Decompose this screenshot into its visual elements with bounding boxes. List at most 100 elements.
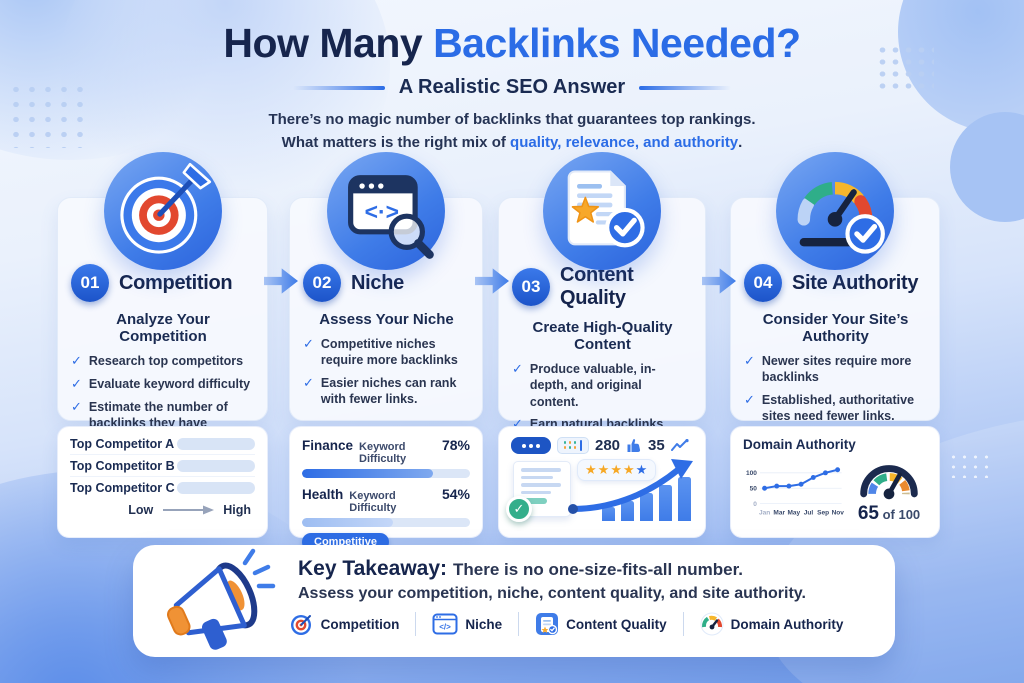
- subtitle-line-left: [292, 85, 385, 90]
- star-icon: ★: [622, 462, 636, 477]
- title-dark-part: How Many: [223, 20, 434, 66]
- svg-text:Jul: Jul: [804, 509, 814, 516]
- quality-document-icon: [543, 152, 661, 270]
- star-icon: ★: [585, 462, 598, 477]
- stats-row: 280 35: [511, 437, 693, 454]
- check-icon: ✓: [744, 353, 755, 368]
- check-icon: ✓: [512, 415, 523, 431]
- step-heading: Assess Your Niche: [319, 311, 454, 328]
- dots-cursor-icon: [557, 437, 589, 454]
- bar: [678, 476, 691, 521]
- step-label: Competition: [119, 271, 233, 294]
- menu-dots-icon: [511, 437, 551, 454]
- star-icon: ★: [610, 462, 623, 477]
- star-rating: ★★★★★: [577, 459, 657, 481]
- intro-line-2: What matters is the right mix of quality…: [281, 133, 743, 151]
- step-column-niche: <·> 02 Niche Assess Your Niche ✓Competit…: [289, 152, 483, 551]
- bullet-item: ✓Easier niches can rank with fewer links…: [303, 374, 457, 406]
- bullet-list: ✓Research top competitors ✓Evaluate keyw…: [71, 353, 255, 431]
- check-icon: ✓: [71, 353, 82, 368]
- likes-count: 35: [648, 437, 665, 454]
- check-icon: ✓: [71, 398, 82, 414]
- legend-row: Competition </> Niche: [258, 612, 875, 636]
- page-title: How Many Backlinks Needed?: [0, 20, 1024, 67]
- legend-item-niche: </> Niche: [432, 613, 502, 635]
- megaphone-icon: [166, 548, 276, 650]
- domain-authority-score: 65 of 100: [857, 503, 921, 524]
- code-window-search-icon: <·>: [327, 152, 445, 270]
- competitor-row: Top Competitor C: [70, 481, 255, 498]
- bar-track: [177, 460, 255, 472]
- bar-track: [302, 469, 470, 478]
- bar: [602, 507, 615, 521]
- step-badge-row: 02 Niche: [303, 264, 470, 302]
- legend-item-competition: Competition: [290, 612, 399, 636]
- code-window-icon: </>: [432, 613, 458, 635]
- trend-icon: [670, 439, 689, 451]
- competitor-row: Top Competitor B: [70, 459, 255, 477]
- growth-arrow-icon: [568, 459, 693, 514]
- takeaway-title: Key Takeaway:: [298, 557, 448, 580]
- gauge-icon: [860, 465, 918, 500]
- check-icon: ✓: [71, 375, 82, 391]
- kd-row: Finance Keyword Difficulty 78%: [302, 437, 470, 465]
- star-icon: ★: [635, 462, 649, 477]
- step-column-content-quality: 03 Content Quality Create High-Quality C…: [498, 152, 706, 544]
- target-icon: [103, 152, 222, 270]
- svg-text:50: 50: [750, 486, 758, 493]
- svg-text:May: May: [787, 509, 800, 516]
- svg-text:0: 0: [753, 501, 757, 508]
- bar-fill: [302, 518, 393, 527]
- bullet-item: ✓Research top competitors: [71, 353, 244, 368]
- legend-item-content-quality: Content Quality: [535, 612, 667, 636]
- check-icon: ✓: [303, 374, 314, 390]
- thumbs-up-icon: [627, 438, 641, 452]
- bullet-item: ✓Established, authoritative sites need f…: [744, 391, 915, 423]
- competitor-bars-card: Top Competitor A Top Competitor B Top Co…: [57, 426, 268, 538]
- takeaway-line-1: Key Takeaway:There is no one-size-fits-a…: [298, 557, 744, 580]
- domain-authority-gauge: 65 of 100: [851, 454, 927, 525]
- bar: [659, 485, 672, 521]
- svg-text:100: 100: [746, 470, 757, 477]
- step-badge-row: 03 Content Quality: [512, 264, 693, 310]
- domain-authority-card: Domain Authority 100 50 0 Jan Mar May Ju…: [730, 426, 940, 538]
- intro-line-1: There’s no magic number of backlinks tha…: [268, 111, 756, 128]
- growth-bars: [602, 475, 691, 521]
- step-badge-row: 04 Site Authority: [744, 264, 927, 302]
- bullet-item: ✓Evaluate keyword difficulty: [71, 375, 251, 391]
- svg-text:Sep: Sep: [817, 509, 829, 516]
- step-heading: Analyze Your Competition: [116, 311, 210, 345]
- step-heading: Consider Your Site’s Authority: [762, 311, 909, 345]
- competitor-row: Top Competitor A: [70, 437, 255, 455]
- bullet-list: ✓Competitive niches require more backlin…: [303, 336, 470, 407]
- check-icon: ✓: [744, 391, 755, 407]
- step-number-badge: 02: [303, 264, 341, 302]
- step-label: Content Quality: [560, 264, 634, 309]
- svg-text:Jan: Jan: [759, 509, 770, 516]
- step-label: Niche: [351, 271, 404, 294]
- views-count: 280: [595, 437, 621, 454]
- takeaway-card: Key Takeaway:There is no one-size-fits-a…: [133, 545, 895, 657]
- engagement-dashboard-card: 280 35 ✓ ★★★★★: [498, 426, 706, 538]
- low-label: Low: [128, 503, 154, 517]
- bullet-item: ✓Competitive niches require more backlin…: [303, 336, 458, 368]
- step-card-competition: 01 Competition Analyze Your Competition …: [57, 197, 268, 430]
- step-column-competition: 01 Competition Analyze Your Competition …: [57, 152, 268, 544]
- bullet-item: ✓Produce valuable, in-depth, and origina…: [512, 361, 656, 409]
- domain-authority-body: 100 50 0 Jan Mar May Jul Sep Nov: [743, 454, 927, 525]
- check-icon: ✓: [512, 361, 523, 376]
- bullet-item: ✓Newer sites require more backlinks: [744, 353, 912, 385]
- speedometer-icon: [776, 152, 894, 270]
- subtitle-line-right: [639, 85, 732, 90]
- svg-text:Mar: Mar: [773, 509, 785, 516]
- header: How Many Backlinks Needed? A Realistic S…: [0, 20, 1024, 154]
- star-icon: ★: [597, 462, 611, 477]
- svg-text:Nov: Nov: [832, 509, 845, 516]
- check-icon: ✓: [303, 336, 314, 351]
- kd-row: Health Keyword Difficulty 54%: [302, 486, 470, 514]
- intro-text: There’s no magic number of backlinks tha…: [0, 109, 1024, 154]
- dot-grid-bottom-right: [948, 452, 994, 478]
- scale-arrow-icon: [163, 505, 215, 515]
- step-label: Site Authority: [792, 271, 919, 294]
